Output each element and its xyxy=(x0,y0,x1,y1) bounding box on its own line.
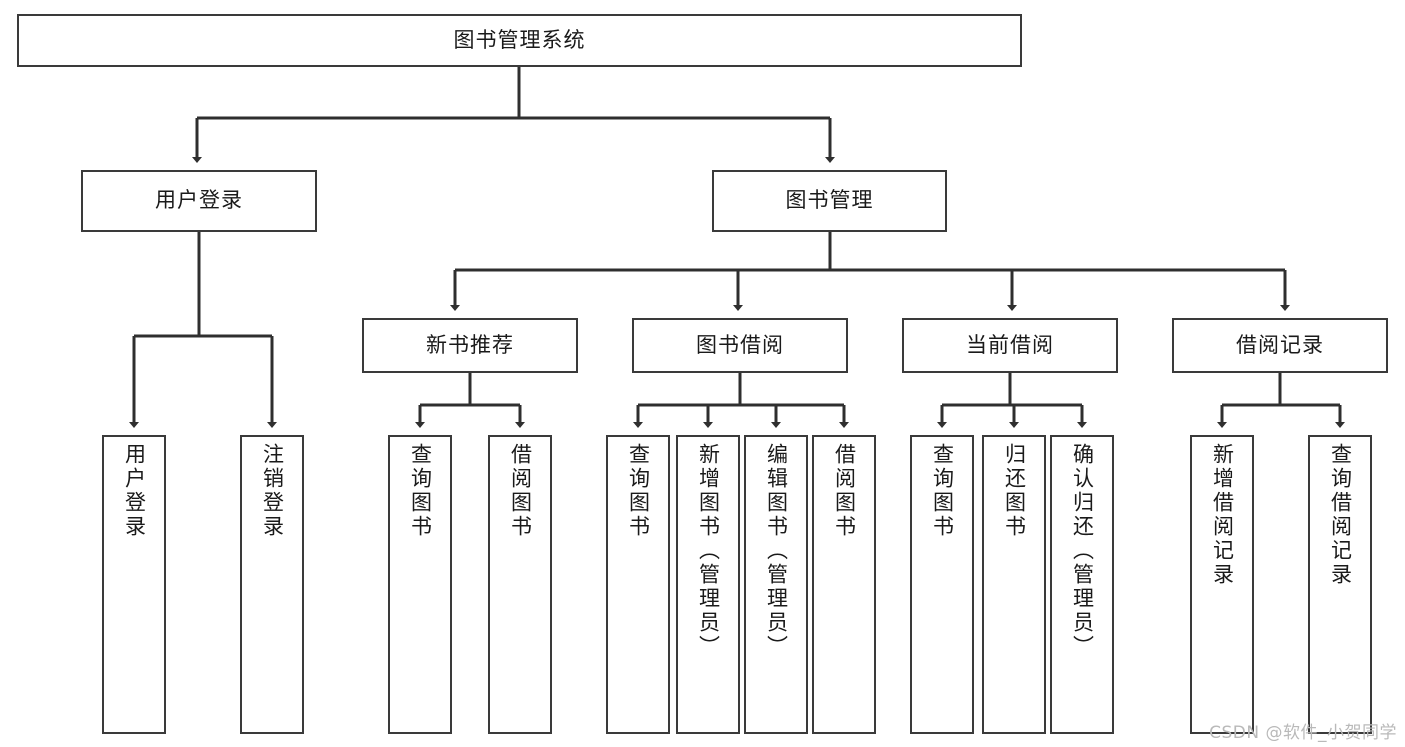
leaf-edit-book-admin-label: 编辑图书（管理员） xyxy=(764,443,789,659)
leaf-user-login[interactable]: 用户登录 xyxy=(102,435,166,734)
node-root-label: 图书管理系统 xyxy=(453,27,586,52)
leaf-confirm-return-admin[interactable]: 确认归还（管理员） xyxy=(1050,435,1114,734)
leaf-add-borrow-record-label: 新增借阅记录 xyxy=(1210,443,1235,587)
leaf-borrow-book-label: 借阅图书 xyxy=(832,443,857,539)
leaf-return-book[interactable]: 归还图书 xyxy=(982,435,1046,734)
leaf-query-borrow-record[interactable]: 查询借阅记录 xyxy=(1308,435,1372,734)
leaf-add-book-admin-label: 新增图书（管理员） xyxy=(696,443,721,659)
leaf-query-book-current[interactable]: 查询图书 xyxy=(910,435,974,734)
leaf-query-book-recommend-label: 查询图书 xyxy=(408,443,433,539)
node-new-book-recommend[interactable]: 新书推荐 xyxy=(362,318,578,373)
leaf-borrow-book[interactable]: 借阅图书 xyxy=(812,435,876,734)
node-book-management-label: 图书管理 xyxy=(785,188,874,213)
node-book-borrow[interactable]: 图书借阅 xyxy=(632,318,848,373)
leaf-query-borrow-record-label: 查询借阅记录 xyxy=(1328,443,1353,587)
leaf-borrow-book-recommend-label: 借阅图书 xyxy=(508,443,533,539)
node-new-book-recommend-label: 新书推荐 xyxy=(426,332,514,357)
leaf-borrow-book-recommend[interactable]: 借阅图书 xyxy=(488,435,552,734)
leaf-edit-book-admin[interactable]: 编辑图书（管理员） xyxy=(744,435,808,734)
node-current-borrow[interactable]: 当前借阅 xyxy=(902,318,1118,373)
node-book-borrow-label: 图书借阅 xyxy=(696,332,784,357)
node-current-borrow-label: 当前借阅 xyxy=(966,332,1054,357)
leaf-confirm-return-admin-label: 确认归还（管理员） xyxy=(1070,443,1095,659)
node-borrow-record[interactable]: 借阅记录 xyxy=(1172,318,1388,373)
node-book-management[interactable]: 图书管理 xyxy=(712,170,947,232)
leaf-query-book-borrow-label: 查询图书 xyxy=(626,443,651,539)
watermark: CSDN @软件_小贺同学 xyxy=(1209,723,1397,743)
leaf-user-login-label: 用户登录 xyxy=(122,443,147,539)
node-user-login[interactable]: 用户登录 xyxy=(81,170,317,232)
leaf-query-book-current-label: 查询图书 xyxy=(930,443,955,539)
leaf-return-book-label: 归还图书 xyxy=(1002,443,1027,539)
node-user-login-label: 用户登录 xyxy=(155,188,243,213)
node-borrow-record-label: 借阅记录 xyxy=(1236,332,1324,357)
leaf-query-book-borrow[interactable]: 查询图书 xyxy=(606,435,670,734)
leaf-add-book-admin[interactable]: 新增图书（管理员） xyxy=(676,435,740,734)
leaf-query-book-recommend[interactable]: 查询图书 xyxy=(388,435,452,734)
leaf-logout[interactable]: 注销登录 xyxy=(240,435,304,734)
leaf-logout-label: 注销登录 xyxy=(260,443,285,539)
leaf-add-borrow-record[interactable]: 新增借阅记录 xyxy=(1190,435,1254,734)
node-root[interactable]: 图书管理系统 xyxy=(17,14,1022,67)
